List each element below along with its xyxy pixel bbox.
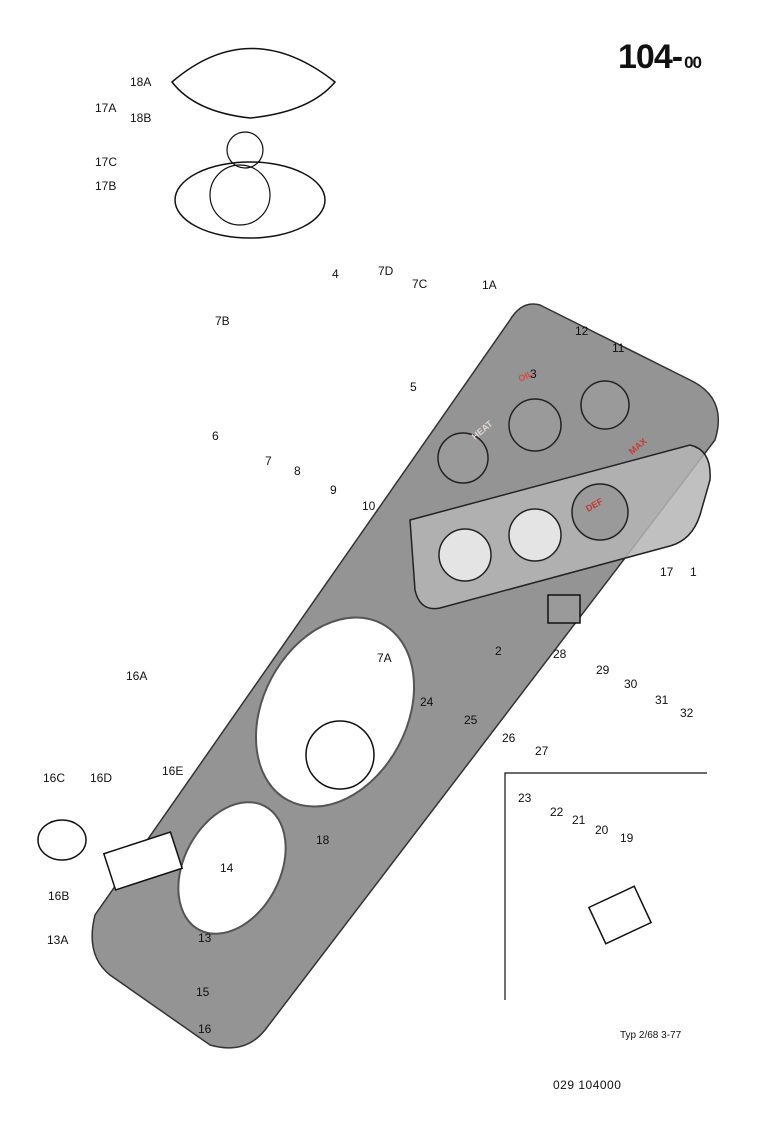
gauge-right xyxy=(571,483,629,541)
part-label-22: 22 xyxy=(550,805,564,819)
blower-dome-cover xyxy=(170,47,337,119)
part-label-32: 32 xyxy=(680,706,694,720)
blower-housing xyxy=(174,161,326,239)
heater-knob-3 xyxy=(508,398,562,452)
gauge-left xyxy=(438,528,492,582)
part-label-16b: 16B xyxy=(48,889,69,903)
footer-code: 029 104000 xyxy=(553,1078,622,1092)
heater-knob-11 xyxy=(580,380,630,430)
speaker-18 xyxy=(305,720,375,790)
part-label-27: 27 xyxy=(535,744,549,758)
motor-inset xyxy=(587,885,653,945)
part-label-5: 5 xyxy=(410,380,417,394)
part-label-4: 4 xyxy=(332,267,339,281)
part-label-16e: 16E xyxy=(162,764,183,778)
part-label-10: 10 xyxy=(362,499,376,513)
footer-typ: Typ 2/68 3-77 xyxy=(620,1030,682,1041)
part-label-7a: 7A xyxy=(377,651,392,665)
part-label-20: 20 xyxy=(595,823,609,837)
part-label-11: 11 xyxy=(612,341,625,355)
part-label-30: 30 xyxy=(624,677,638,691)
part-label-14: 14 xyxy=(220,861,234,875)
part-label-18: 18 xyxy=(316,833,330,847)
page-number-header: 104-00 xyxy=(618,38,702,77)
part-label-16: 16 xyxy=(198,1022,212,1036)
part-label-17a: 17A xyxy=(95,101,116,115)
part-label-6: 6 xyxy=(212,429,219,443)
part-label-24: 24 xyxy=(420,695,434,709)
part-label-21: 21 xyxy=(572,813,586,827)
part-label-1a: 1A xyxy=(482,278,497,292)
part-label-13a: 13A xyxy=(47,933,68,947)
part-label-7b: 7B xyxy=(215,314,230,328)
part-label-28: 28 xyxy=(553,647,567,661)
part-label-13: 13 xyxy=(198,931,212,945)
switch-28 xyxy=(547,594,581,624)
part-label-16d: 16D xyxy=(90,771,112,785)
part-label-3: 3 xyxy=(530,367,537,381)
part-label-29: 29 xyxy=(596,663,610,677)
part-label-9: 9 xyxy=(330,483,337,497)
part-label-19: 19 xyxy=(620,831,634,845)
relay-16b xyxy=(102,831,184,891)
part-label-7: 7 xyxy=(265,454,272,468)
part-label-17b: 17B xyxy=(95,179,116,193)
blower-motor-top xyxy=(226,131,264,169)
panel-opening-upper xyxy=(254,616,416,808)
part-label-16a: 16A xyxy=(126,669,147,683)
inset-frame xyxy=(504,772,707,1000)
part-label-8: 8 xyxy=(294,464,301,478)
part-label-26: 26 xyxy=(502,731,516,745)
heater-knob-heat xyxy=(437,432,489,484)
blower-fan xyxy=(209,164,271,226)
page-number-main: 104- xyxy=(618,38,683,76)
page-number-sub: 00 xyxy=(684,53,702,72)
part-label-17: 17 xyxy=(660,565,674,579)
part-label-2: 2 xyxy=(495,644,502,658)
part-label-18b: 18B xyxy=(130,111,151,125)
part-label-18a: 18A xyxy=(130,75,151,89)
part-label-23: 23 xyxy=(518,791,532,805)
part-label-16c: 16C xyxy=(43,771,65,785)
part-label-15: 15 xyxy=(196,985,210,999)
part-label-7c: 7C xyxy=(412,277,428,291)
part-label-25: 25 xyxy=(464,713,478,727)
gauge-center xyxy=(508,508,562,562)
panel-opening-lower xyxy=(177,801,287,935)
part-label-1: 1 xyxy=(690,565,697,579)
part-label-12: 12 xyxy=(575,324,589,338)
part-label-31: 31 xyxy=(655,693,669,707)
speedo-part-16c xyxy=(37,819,87,861)
part-label-7d: 7D xyxy=(378,264,394,278)
part-label-17c: 17C xyxy=(95,155,117,169)
